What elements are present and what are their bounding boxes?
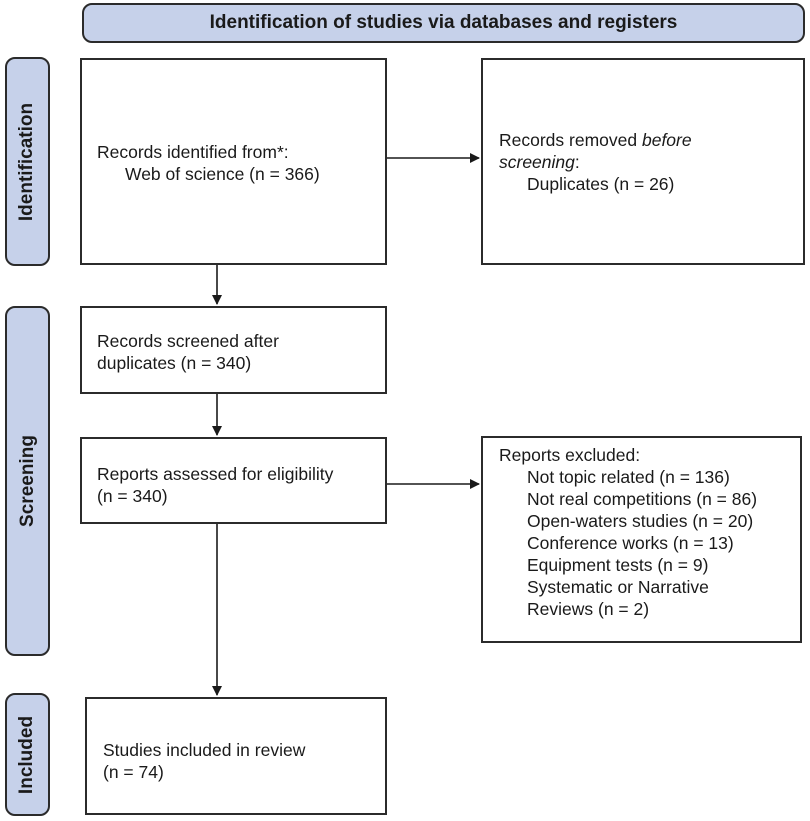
header-title: Identification of studies via databases … xyxy=(209,12,678,33)
reports-assessed-box: Reports assessed for eligibility (n = 34… xyxy=(80,437,387,524)
records-screened-line-1: Records screened after xyxy=(97,331,279,351)
phase-screening: Screening xyxy=(5,306,50,656)
reports-assessed-line-2: (n = 340) xyxy=(97,486,168,506)
excluded-item: Not real competitions (n = 86) xyxy=(527,489,758,509)
excluded-item: Systematic or Narrative xyxy=(527,577,709,597)
studies-included-line-2: (n = 74) xyxy=(103,762,164,782)
records-removed-duplicates: Duplicates (n = 26) xyxy=(527,174,675,194)
studies-included-line-1: Studies included in review xyxy=(103,740,306,760)
excluded-item: Not topic related (n = 136) xyxy=(527,467,730,487)
phase-included: Included xyxy=(5,693,50,816)
excluded-item: Equipment tests (n = 9) xyxy=(527,555,709,575)
phase-identification: Identification xyxy=(5,57,50,266)
excluded-item: Open-waters studies (n = 20) xyxy=(527,511,754,531)
reports-excluded-box: Reports excluded: Not topic related (n =… xyxy=(481,436,802,643)
reports-assessed-line-1: Reports assessed for eligibility xyxy=(97,464,334,484)
excluded-item: Conference works (n = 13) xyxy=(527,533,734,553)
records-screened-line-2: duplicates (n = 340) xyxy=(97,353,252,373)
records-screened-box: Records screened after duplicates (n = 3… xyxy=(80,306,387,394)
header-banner: Identification of studies via databases … xyxy=(82,3,805,43)
records-removed-heading-2: screening: xyxy=(499,152,580,172)
studies-included-box: Studies included in review (n = 74) xyxy=(85,697,387,815)
records-removed-box: Records removed before screening: Duplic… xyxy=(481,58,805,265)
records-identified-source: Web of science (n = 366) xyxy=(125,164,320,184)
reports-excluded-heading: Reports excluded: xyxy=(499,445,641,465)
records-identified-box: Records identified from*: Web of science… xyxy=(80,58,387,265)
excluded-item: Reviews (n = 2) xyxy=(527,599,650,619)
records-identified-heading: Records identified from*: xyxy=(97,142,289,162)
records-removed-heading: Records removed before xyxy=(499,130,692,150)
